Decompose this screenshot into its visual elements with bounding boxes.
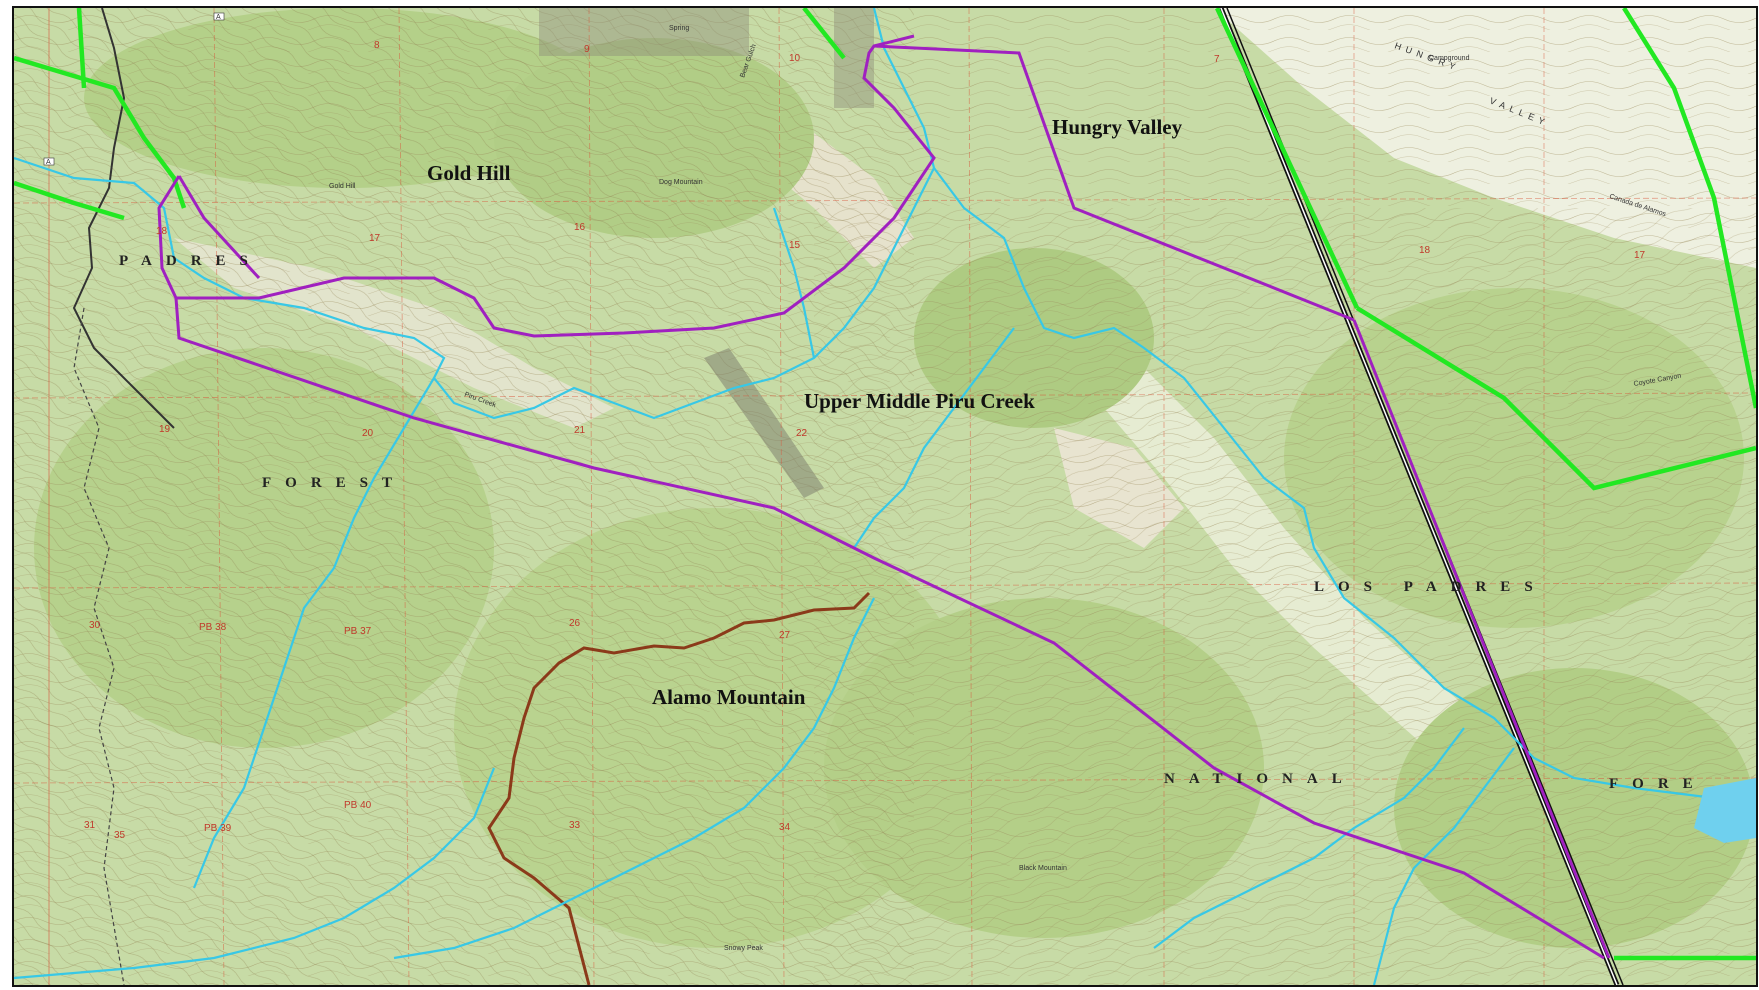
piru-creek-main [14,8,936,420]
green-boundary-west [14,180,125,221]
section-33: 33 [569,820,581,831]
green-boundaries [14,8,1756,961]
tributary-3 [393,597,875,960]
section-21: 21 [574,425,586,436]
area-label-gold-hill: Gold Hill [427,161,511,185]
tributary-5 [1372,747,1515,985]
section-7: 7 [1214,54,1220,65]
section-pb38: PB 38 [199,622,227,633]
green-boundary-far-east [1622,8,1756,409]
section-15: 15 [789,240,801,251]
contour-texture-2 [14,8,914,985]
boundary-main-south [174,175,1605,960]
label-spring: Spring [669,25,689,32]
forest-text-forest-left: FOREST [262,475,406,491]
piru-creek-lower [933,167,1756,805]
tributary-4 [14,767,496,980]
section-17b: 17 [1634,250,1646,261]
trail-left [73,307,125,985]
road-alamo [487,591,871,985]
purple-boundaries [157,34,1611,960]
campground-marker-a1: A [46,159,51,166]
section-pb40: PB 40 [344,800,372,811]
tributary-1 [192,377,435,889]
section-17: 17 [369,233,381,244]
label-campground: Campground [1429,55,1470,62]
section-18b: 18 [1419,245,1431,256]
section-19: 19 [159,424,171,435]
section-35: 35 [114,830,126,841]
section-34: 34 [779,822,791,833]
label-black-mountain: Black Mountain [1019,865,1067,872]
road-left [72,8,175,429]
area-label-alamo-mountain: Alamo Mountain [652,685,806,709]
boundary-highway-east [1352,319,1611,959]
forest-text-national: NATIONAL [1164,771,1356,787]
boundary-gold-hill [157,34,936,338]
section-8: 8 [374,40,380,51]
section-30: 30 [89,620,101,631]
map-canvas: A A 8 9 10 7 18 17 16 15 18 17 19 20 21 … [14,8,1756,985]
green-boundary-northwest [14,55,187,209]
tributary-6 [1153,727,1465,949]
green-boundary-highway [1214,8,1360,309]
section-16: 16 [574,222,586,233]
section-pb39: PB 39 [204,823,232,834]
label-dog-mountain: Dog Mountain [659,179,703,186]
reservoir [1694,778,1756,843]
campground-marker-a2: A [216,14,221,21]
tributary-2 [853,327,1015,549]
green-boundary-top [76,8,87,89]
forest-text-los-padres: LOS PADRES [1314,579,1547,595]
forest-text-padres-left: PADRES [119,253,262,269]
green-boundary-east [1355,306,1756,491]
area-label-upper-middle-piru: Upper Middle Piru Creek [804,389,1035,413]
tributary-7 [772,207,816,359]
section-22: 22 [796,428,808,439]
section-pb37: PB 37 [344,626,372,637]
label-gold-hill-small: Gold Hill [329,183,356,190]
section-9: 9 [584,44,590,55]
campground-markers [43,12,225,166]
forest-text-fore: FORE [1609,776,1707,792]
section-numbers: 8 9 10 7 18 17 16 15 18 17 19 20 21 22 3… [84,40,1646,841]
section-28: 26 [569,618,581,629]
label-snowy-peak: Snowy Peak [724,945,763,952]
boundary-hungry-valley [873,44,1355,322]
section-27: 27 [779,630,791,641]
streams [14,8,1756,985]
section-10: 10 [789,53,801,64]
green-boundary-top2 [802,8,846,60]
area-labels: Gold Hill Hungry Valley Upper Middle Pir… [427,115,1183,709]
section-20: 20 [362,428,374,439]
forest-lettering: PADRES FOREST LOS PADRES NATIONAL FORE [119,253,1707,792]
area-label-hungry-valley: Hungry Valley [1052,115,1183,139]
section-31: 31 [84,820,96,831]
topographic-map: A A 8 9 10 7 18 17 16 15 18 17 19 20 21 … [12,6,1758,987]
section-18: 18 [156,226,168,237]
parcel-top [539,8,749,56]
parcel-diagonal [704,348,824,498]
